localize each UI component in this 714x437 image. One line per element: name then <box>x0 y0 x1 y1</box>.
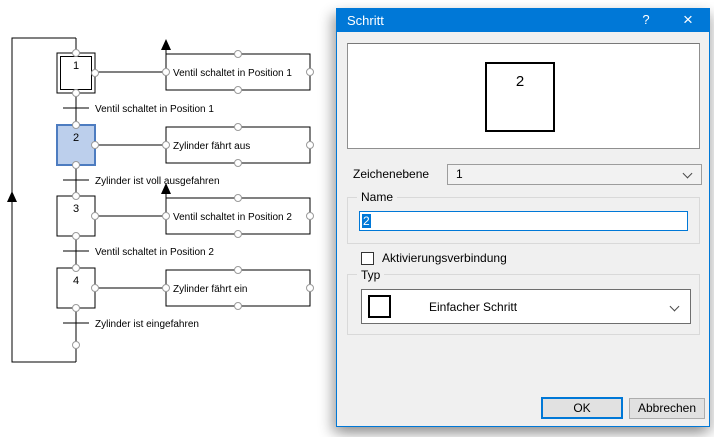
step-2-label: 2 <box>73 132 79 144</box>
step-preview-panel: 2 <box>347 43 700 149</box>
connection-handle[interactable] <box>234 159 242 167</box>
typ-groupbox <box>347 274 700 335</box>
transition-1-label: Ventil schaltet in Position 1 <box>95 104 214 115</box>
connection-handle[interactable] <box>91 141 99 149</box>
dialog-titlebar[interactable]: Schritt ? × <box>337 9 709 32</box>
typ-value: Einfacher Schritt <box>429 300 518 314</box>
action-2-label: Zylinder fährt aus <box>173 141 250 152</box>
connection-handle[interactable] <box>72 89 80 97</box>
step-4-box[interactable] <box>56 267 96 309</box>
connection-handle[interactable] <box>72 121 80 129</box>
connection-handle[interactable] <box>234 266 242 274</box>
connection-handle[interactable] <box>72 192 80 200</box>
connection-handle[interactable] <box>234 50 242 58</box>
transition-2-label: Zylinder ist voll ausgefahren <box>95 176 220 187</box>
action-4-box[interactable] <box>165 269 311 307</box>
step-4-label: 4 <box>73 275 79 287</box>
aktivierungsverbindung-checkbox[interactable] <box>361 252 374 265</box>
name-groupbox <box>347 197 700 244</box>
connection-handle[interactable] <box>234 230 242 238</box>
connection-handle[interactable] <box>72 161 80 169</box>
typ-group-label: Typ <box>357 268 385 282</box>
connection-handle[interactable] <box>306 141 314 149</box>
action-1-label: Ventil schaltet in Position 1 <box>173 68 292 79</box>
loop-arrow-up-icon <box>7 191 17 202</box>
action-1-arrow-up-icon <box>161 39 171 50</box>
connection-handle[interactable] <box>72 232 80 240</box>
step-1-box[interactable] <box>56 52 96 94</box>
connection-handle[interactable] <box>72 264 80 272</box>
grafcet-diagram: 1 2 3 4 Ventil schaltet in Position 1 Zy… <box>7 37 314 363</box>
cancel-button[interactable]: Abbrechen <box>629 398 705 419</box>
aktivierungsverbindung-label: Aktivierungsverbindung <box>382 251 507 265</box>
step-preview-box: 2 <box>485 62 555 132</box>
action-4-label: Zylinder fährt ein <box>173 284 247 295</box>
connection-handle[interactable] <box>306 212 314 220</box>
close-button[interactable]: × <box>683 10 693 29</box>
connection-handle[interactable] <box>306 284 314 292</box>
transition-3-label: Ventil schaltet in Position 2 <box>95 247 214 258</box>
chevron-down-icon <box>682 168 693 179</box>
action-3-arrow-up-icon <box>161 183 171 194</box>
connection-handle[interactable] <box>234 86 242 94</box>
step-3-label: 3 <box>73 203 79 215</box>
action-3-label: Ventil schaltet in Position 2 <box>173 212 292 223</box>
connection-handle[interactable] <box>162 284 170 292</box>
help-button[interactable]: ? <box>642 12 650 27</box>
step-3-box[interactable] <box>56 195 96 237</box>
ok-button[interactable]: OK <box>541 397 623 419</box>
step-2-box[interactable] <box>56 124 96 166</box>
connection-handle[interactable] <box>91 284 99 292</box>
zeichenebene-label: Zeichenebene <box>353 167 430 181</box>
zeichenebene-select[interactable]: 1 <box>447 164 702 185</box>
step-type-icon <box>368 295 391 318</box>
dialog-title: Schritt <box>347 13 384 28</box>
connection-handle[interactable] <box>72 304 80 312</box>
connection-handle[interactable] <box>162 212 170 220</box>
typ-select[interactable]: Einfacher Schritt <box>361 289 691 324</box>
connection-handle[interactable] <box>306 68 314 76</box>
name-group-label: Name <box>357 190 398 204</box>
connection-handle[interactable] <box>162 141 170 149</box>
connection-handle[interactable] <box>91 69 99 77</box>
schritt-dialog: Schritt ? × 2 Zeichenebene 1 Name 2 Akti… <box>336 8 710 427</box>
connection-handle[interactable] <box>234 302 242 310</box>
step-1-label: 1 <box>73 60 79 72</box>
connection-handle[interactable] <box>234 123 242 131</box>
connection-handle[interactable] <box>234 194 242 202</box>
name-input-selected-text: 2 <box>362 214 371 228</box>
connection-handle[interactable] <box>72 49 80 57</box>
connection-handle[interactable] <box>72 341 80 349</box>
name-input[interactable]: 2 <box>359 211 688 231</box>
transition-4-label: Zylinder ist eingefahren <box>95 319 199 330</box>
zeichenebene-value: 1 <box>456 167 463 181</box>
chevron-down-icon <box>669 301 680 312</box>
connection-handle[interactable] <box>162 68 170 76</box>
connection-handle[interactable] <box>91 212 99 220</box>
